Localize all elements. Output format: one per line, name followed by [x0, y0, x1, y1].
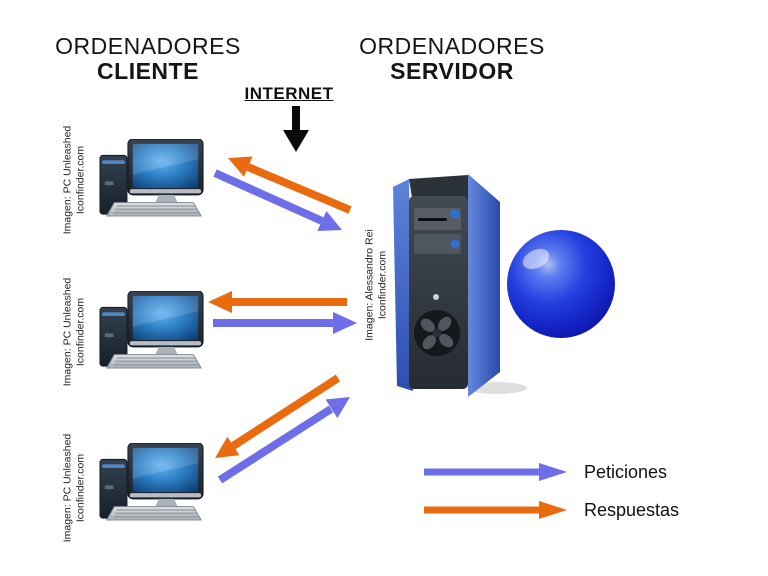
credit-server-line1: Imagen: Alessandro Rei [364, 229, 377, 341]
title-ordenadores-cliente: ORDENADORES CLIENTE [40, 34, 256, 84]
server-sphere [507, 230, 615, 338]
internet-arrow [283, 106, 309, 152]
server-bay-2 [414, 234, 461, 254]
credit-client-1-line1: Imagen: PC Unleashed [61, 125, 74, 235]
peticion-arrowhead-3 [325, 397, 350, 419]
credit-server-line2: Iconfinder.com [377, 250, 390, 320]
client-pc-icon-1 [99, 139, 204, 217]
title-servidor-line1: ORDENADORES [359, 33, 545, 59]
credit-client-1: Imagen: PC Unleashed Iconfinder.com [56, 115, 92, 245]
respuesta-arrow-1 [246, 163, 352, 214]
legend-label-respuestas: Respuestas [584, 499, 680, 520]
server-fan-hub [432, 328, 442, 338]
peticion-arrow-1 [213, 169, 324, 225]
legend-item-peticiones: Peticiones [422, 460, 679, 484]
title-cliente-line2: CLIENTE [97, 58, 199, 84]
server-right-panel [468, 174, 500, 397]
respuesta-arrowhead-2 [208, 291, 232, 313]
peticion-arrow-3 [217, 405, 334, 484]
server-led-1 [450, 209, 460, 219]
legend-item-respuestas: Respuestas [422, 498, 679, 522]
server-fan-blades [420, 316, 454, 350]
internet-label: INTERNET [244, 84, 334, 103]
server-icon [393, 174, 615, 397]
peticion-arrowhead-2 [333, 312, 357, 334]
respuesta-arrow-3 [230, 374, 341, 450]
respuesta-arrowhead-3 [215, 436, 240, 458]
legend: Peticiones Respuestas [422, 460, 679, 536]
credit-client-1-line2: Iconfinder.com [74, 145, 87, 215]
credit-client-3: Imagen: PC Unleashed Iconfinder.com [56, 423, 92, 553]
respuesta-arrowhead-1 [228, 156, 253, 177]
server-left-panel [393, 179, 413, 391]
credit-client-2: Imagen: PC Unleashed Iconfinder.com [56, 267, 92, 397]
credit-client-3-line1: Imagen: PC Unleashed [61, 433, 74, 543]
credit-client-3-line2: Iconfinder.com [74, 453, 87, 523]
legend-label-peticiones: Peticiones [584, 461, 668, 482]
server-bay-slot [418, 218, 447, 221]
respuestas-arrow-icon [424, 501, 567, 519]
credit-client-2-line2: Iconfinder.com [74, 297, 87, 367]
client-pc-icon-3 [99, 443, 204, 521]
credit-server: Imagen: Alessandro Rei Iconfinder.com [359, 205, 395, 365]
server-led-2 [450, 239, 460, 249]
title-ordenadores-servidor: ORDENADORES SERVIDOR [344, 34, 560, 84]
peticion-arrowhead-1 [317, 211, 342, 231]
peticiones-arrow-icon [424, 463, 567, 481]
title-servidor-line2: SERVIDOR [390, 58, 514, 84]
credit-client-2-line1: Imagen: PC Unleashed [61, 277, 74, 387]
client-pc-icon-2 [99, 291, 204, 369]
server-power-button [433, 294, 439, 300]
server-sphere-highlight [522, 248, 550, 270]
title-cliente-line1: ORDENADORES [55, 33, 241, 59]
